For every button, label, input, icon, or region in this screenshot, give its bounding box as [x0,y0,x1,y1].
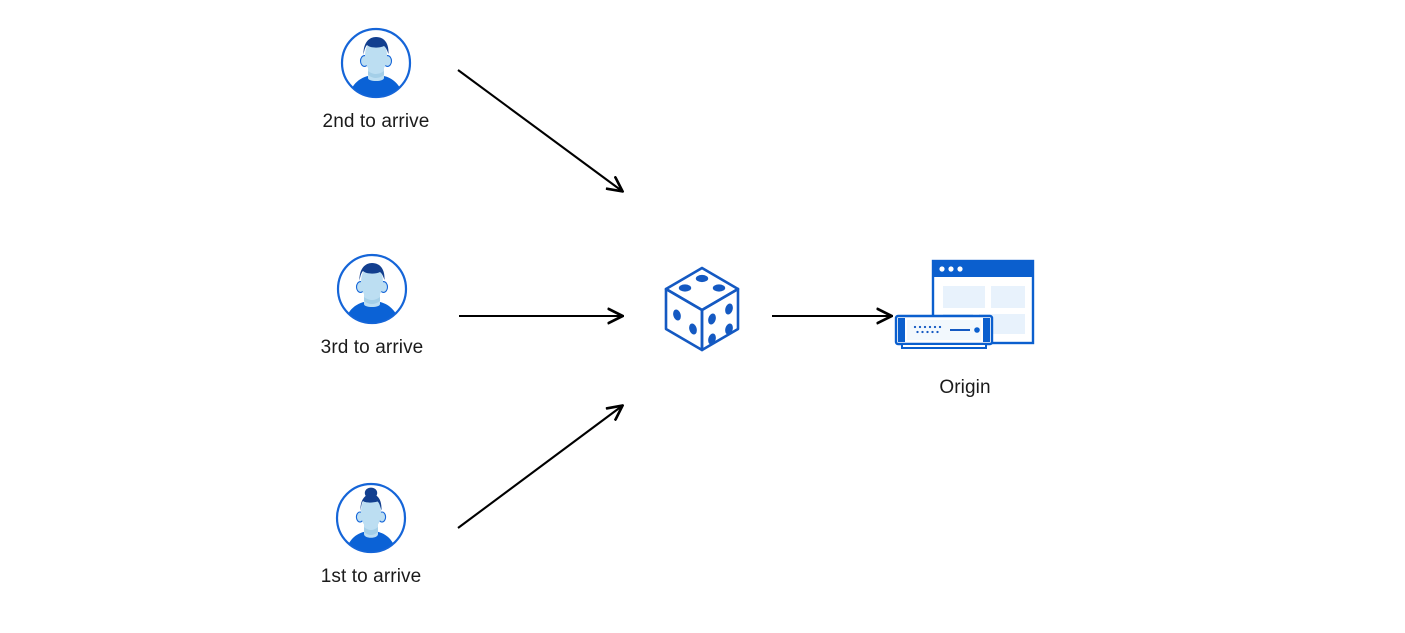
client-node-3rd[interactable]: 3rd to arrive [304,251,440,359]
origin-node[interactable]: Origin [890,255,1040,399]
randomizer-node[interactable] [660,263,744,355]
client-label: 2nd to arrive [322,111,430,132]
user-avatar-icon [333,480,409,556]
server-graphic [894,314,994,349]
dice-icon [660,263,744,355]
user-avatar-icon [334,251,410,327]
arrow-client-2nd-to-dice [457,69,622,191]
arrow-client-1st-to-dice [457,406,622,529]
client-label: 1st to arrive [320,566,422,587]
browser-window-graphic [931,259,1035,345]
client-node-2nd[interactable]: 2nd to arrive [308,25,444,133]
user-avatar-icon [338,25,414,101]
client-node-1st[interactable]: 1st to arrive [303,480,439,588]
origin-label: Origin [939,377,991,398]
origin-server-icon [890,255,1040,363]
client-label: 3rd to arrive [320,337,424,358]
